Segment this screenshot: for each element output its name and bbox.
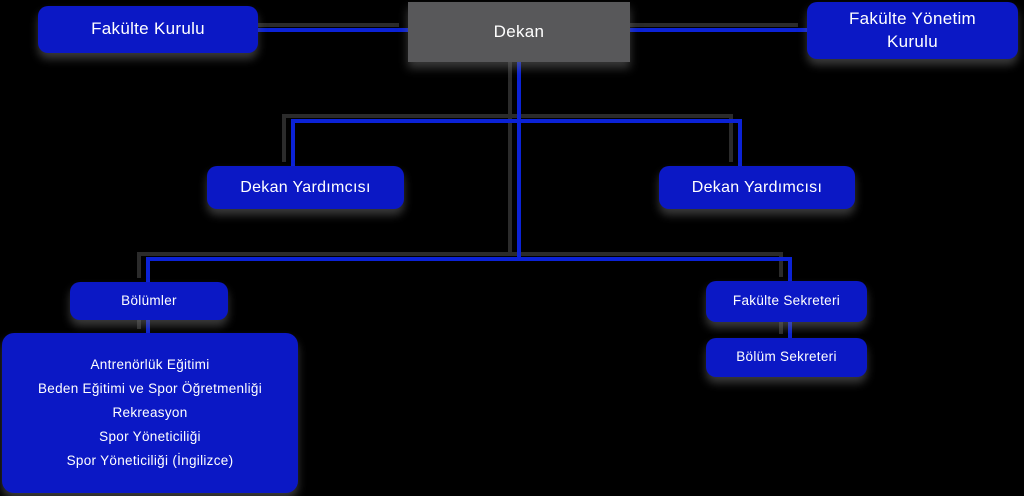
list-item: Spor Yöneticiliği (İngilizce) [66, 453, 234, 468]
node-dekan: Dekan [408, 2, 630, 62]
connector-bolumler-list [146, 319, 150, 334]
connector-drop-dekan-yardimcisi-left [291, 121, 295, 167]
connector-dekan-fakulte-yonetim-kurulu [630, 28, 807, 32]
node-label: Dekan [493, 21, 545, 41]
connector-drop-dekan-yardimcisi-right [738, 121, 742, 167]
node-label: Fakülte Yönetim Kurulu [848, 8, 977, 51]
node-label: Bölümler [121, 292, 177, 308]
node-dekan-yardimcisi-left: Dekan Yardımcısı [207, 166, 404, 209]
node-label: Dekan Yardımcısı [240, 178, 371, 196]
node-label: Bölüm Sekreteri [736, 349, 837, 365]
node-label: Fakülte Sekreteri [732, 293, 841, 309]
list-item: Rekreasyon [112, 405, 188, 420]
connector-level1-horizontal [291, 119, 742, 123]
connector-drop-fakulte-sekreteri [788, 259, 792, 282]
connector-fakulte-kurulu-dekan [258, 28, 408, 32]
node-label: Fakülte Kurulu [91, 19, 205, 39]
list-item: Beden Eğitimi ve Spor Öğretmenliği [37, 381, 263, 396]
node-bolumler: Bölümler [70, 282, 228, 320]
node-bolumler-list: Antrenörlük Eğitimi Beden Eğitimi ve Spo… [2, 333, 298, 493]
node-fakulte-sekreteri: Fakülte Sekreteri [706, 281, 867, 322]
node-label: Dekan Yardımcısı [691, 178, 823, 196]
node-fakulte-yonetim-kurulu: Fakülte Yönetim Kurulu [807, 2, 1018, 59]
connector-drop-bolumler [146, 259, 150, 283]
list-item: Spor Yöneticiliği [99, 429, 201, 444]
list-item: Antrenörlük Eğitimi [90, 357, 210, 372]
connector-fakulte-sekreteri-bolum-sekreteri [788, 321, 792, 339]
node-bolum-sekreteri: Bölüm Sekreteri [706, 338, 867, 377]
connector-level2-horizontal [146, 257, 792, 261]
connector-dekan-trunk [517, 62, 521, 261]
node-dekan-yardimcisi-right: Dekan Yardımcısı [659, 166, 855, 209]
node-fakulte-kurulu: Fakülte Kurulu [38, 6, 258, 53]
